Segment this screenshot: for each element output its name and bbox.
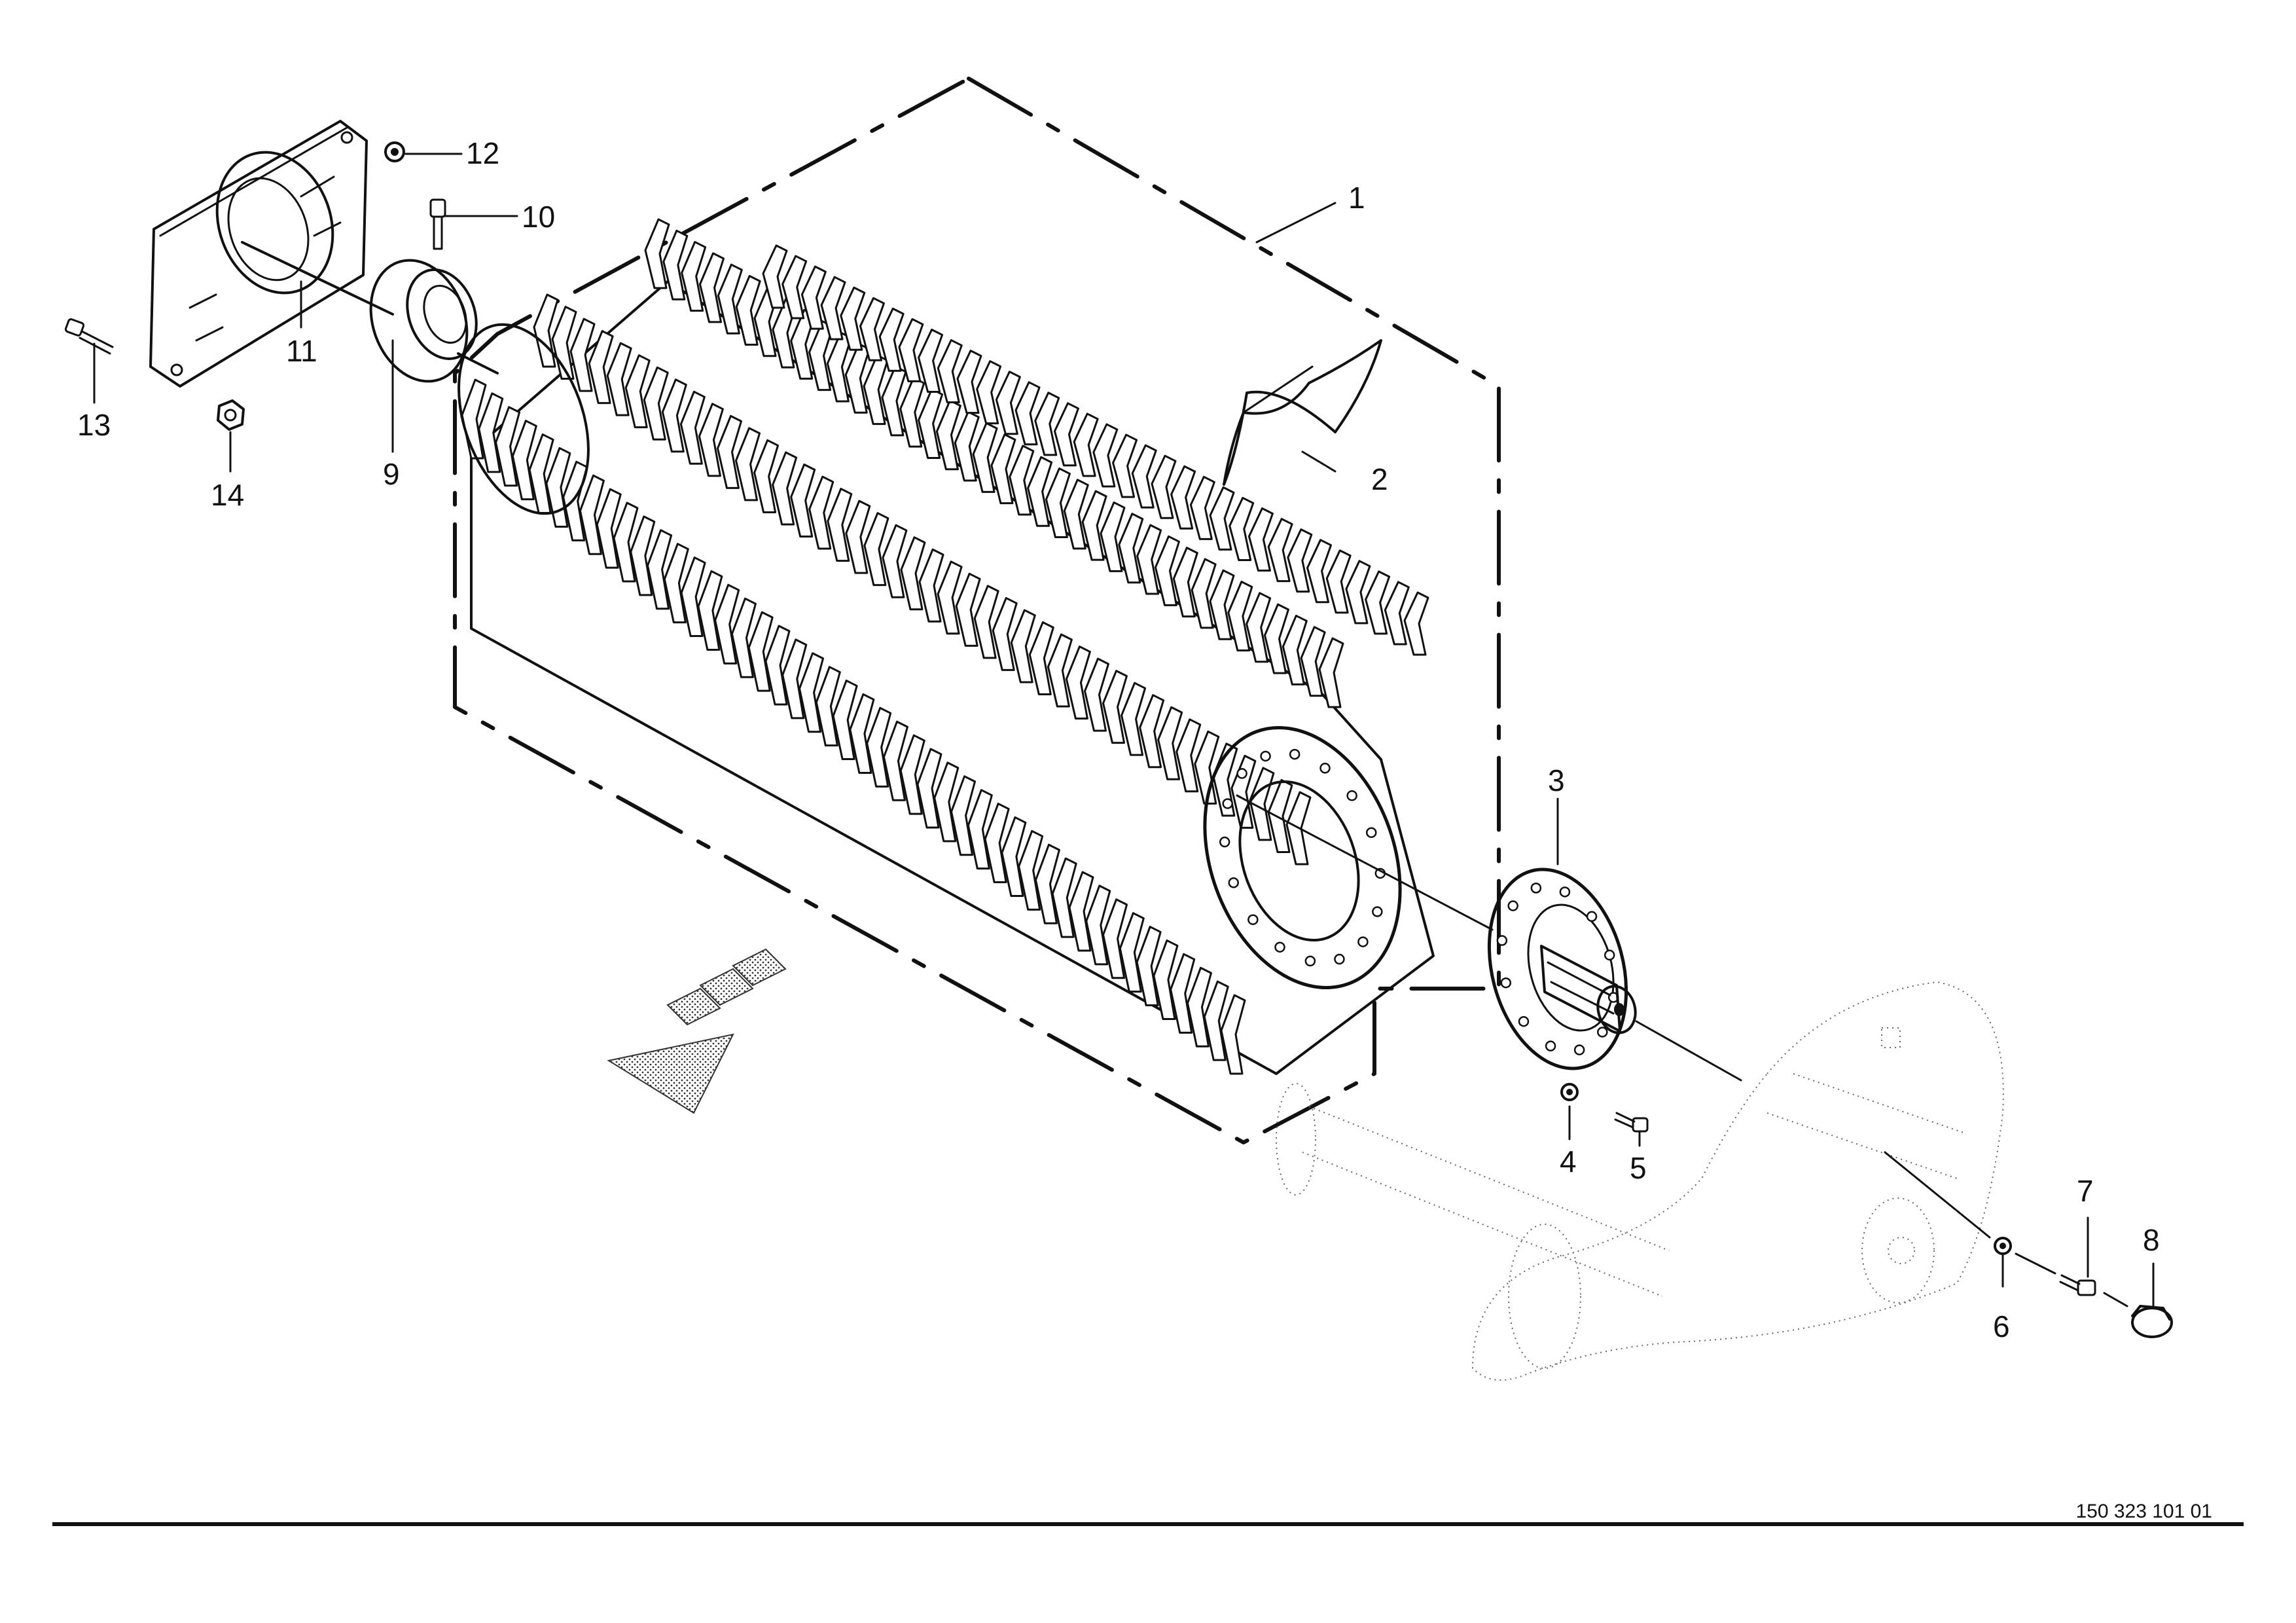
part-4-washer (1560, 1083, 1579, 1101)
part-12-nut (384, 141, 405, 162)
part-3-flange-hub (1487, 867, 1637, 1070)
rotor-drum (457, 218, 1435, 1075)
callout-6: 6 (1993, 1309, 2010, 1343)
callout-13: 13 (77, 408, 111, 442)
callout-labels: 1 2 3 4 5 6 7 8 9 10 11 12 13 14 (77, 136, 2160, 1343)
callout-2: 2 (1371, 462, 1388, 496)
callout-14: 14 (211, 478, 244, 512)
part-9-bearing (369, 259, 478, 383)
callout-10: 10 (522, 200, 555, 234)
rotor-end-disc (1203, 726, 1402, 989)
part-10-screw (429, 198, 446, 250)
callout-9: 9 (383, 457, 400, 491)
rotor-end-disc-bolt-holes (1219, 748, 1386, 967)
callout-8: 8 (2143, 1223, 2160, 1257)
part-6-washer (1994, 1237, 2012, 1255)
callout-3: 3 (1548, 763, 1565, 797)
assembly-axis-lines (241, 241, 2128, 1307)
hub-bolt-holes (1496, 883, 1619, 1055)
callout-1: 1 (1348, 181, 1365, 215)
drive-housing-ghost (1276, 981, 2004, 1381)
part-13-bolt (64, 318, 114, 355)
part-14-nut (217, 399, 245, 431)
callout-11: 11 (286, 334, 317, 368)
assembly-boundary-outline (453, 77, 1501, 1144)
callout-5: 5 (1630, 1151, 1647, 1185)
callout-12: 12 (466, 136, 499, 170)
part-8-cap-nut (2131, 1305, 2173, 1338)
direction-arrow-icon (607, 948, 787, 1114)
leader-lines (93, 153, 2155, 1307)
callout-7: 7 (2077, 1174, 2094, 1208)
drawing-reference-number: 150 323 101 01 (2075, 1501, 2212, 1522)
callout-4: 4 (1560, 1144, 1577, 1178)
part-7-bolt (2059, 1274, 2096, 1296)
part-5-bolt (1614, 1112, 1649, 1133)
part-2-tine (1223, 339, 1382, 486)
part-11-bearing-housing (149, 120, 368, 388)
